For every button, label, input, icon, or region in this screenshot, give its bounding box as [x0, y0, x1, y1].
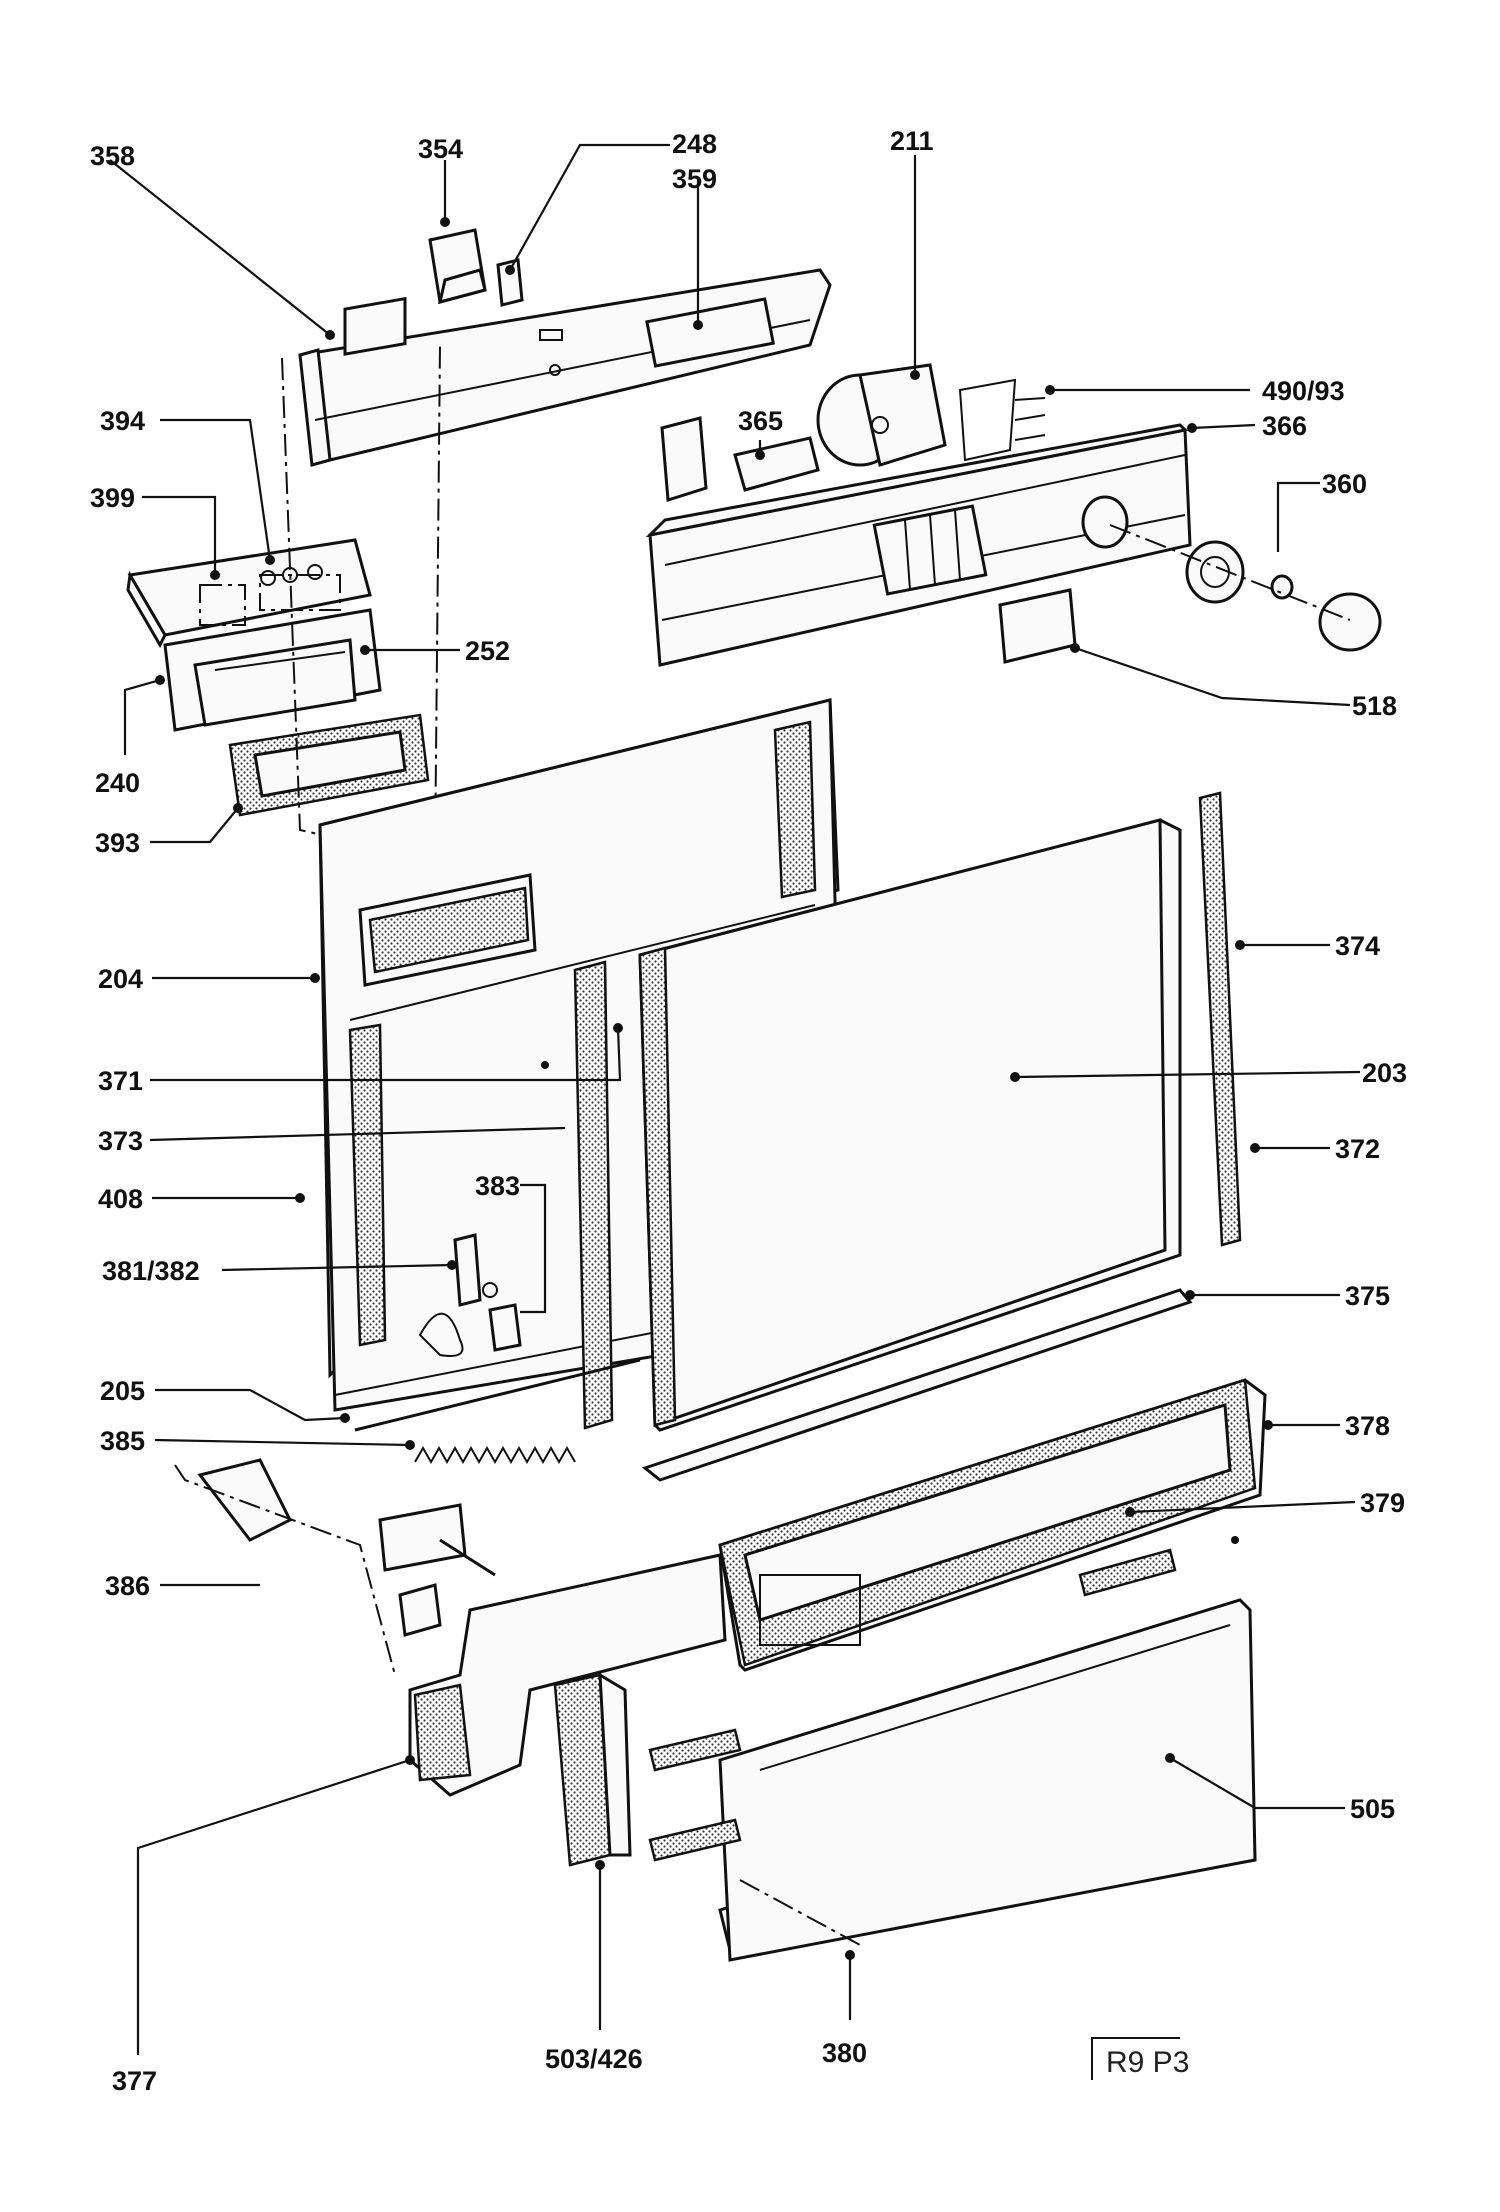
label-490-93: 490/93	[1262, 376, 1345, 406]
hinge-parts-381-382	[418, 1233, 522, 1357]
label-386: 386	[105, 1571, 150, 1601]
lower-frame-377	[408, 1553, 727, 1797]
rail-205	[354, 1358, 641, 1432]
reference-code-text: R9 P3	[1106, 2046, 1189, 2079]
switch-248	[496, 258, 524, 307]
label-204: 204	[98, 964, 143, 994]
label-360: 360	[1322, 469, 1367, 499]
label-383: 383	[475, 1171, 520, 1201]
label-381-382: 381/382	[102, 1256, 200, 1286]
side-seal-374	[1198, 791, 1242, 1247]
label-394: 394	[100, 406, 145, 436]
label-408: 408	[98, 1184, 143, 1214]
label-248: 248	[672, 129, 717, 159]
bracket-359	[660, 416, 708, 502]
side-bracket-503-426	[553, 1672, 632, 1867]
leader-lines	[109, 143, 1361, 2055]
dispenser-cover-394	[126, 538, 372, 649]
label-366: 366	[1262, 411, 1307, 441]
bottom-strip-375	[641, 1288, 1193, 1482]
outer-door-panel-203	[638, 818, 1182, 1432]
kick-panel-378-379	[718, 1378, 1267, 1672]
label-205: 205	[100, 1376, 145, 1406]
label-373: 373	[98, 1126, 143, 1156]
reference-code: R9 P3	[1091, 2037, 1189, 2080]
label-518: 518	[1352, 691, 1397, 721]
front-control-panel-366	[645, 423, 1192, 667]
label-374: 374	[1335, 931, 1380, 961]
label-375: 375	[1345, 1281, 1390, 1311]
label-203: 203	[1362, 1058, 1407, 1088]
label-354: 354	[418, 134, 463, 164]
knob-360	[1109, 524, 1382, 652]
label-377: 377	[112, 2066, 157, 2096]
badge-518	[998, 588, 1077, 664]
gasket-393	[228, 713, 430, 817]
label-252: 252	[465, 636, 510, 666]
label-359: 359	[672, 164, 717, 194]
label-380: 380	[822, 2038, 867, 2068]
clip-365	[733, 436, 820, 492]
label-371: 371	[98, 1066, 143, 1096]
label-358: 358	[90, 141, 135, 171]
label-399: 399	[90, 483, 135, 513]
timer-211	[816, 363, 1046, 467]
label-378: 378	[1345, 1411, 1390, 1441]
label-379: 379	[1360, 1488, 1405, 1518]
switch-354	[428, 228, 487, 305]
label-505: 505	[1350, 1794, 1395, 1824]
label-240: 240	[95, 768, 140, 798]
label-365: 365	[738, 406, 783, 436]
hinge-assembly-386	[174, 1458, 496, 1676]
side-seal-373	[573, 960, 614, 1430]
label-393: 393	[95, 828, 140, 858]
spring-385	[414, 1445, 576, 1465]
base-panel-505	[648, 1548, 1257, 1962]
label-385: 385	[100, 1426, 145, 1456]
label-211: 211	[890, 126, 934, 156]
part-labels: 358 354 248 359 211 490/93 366 365 360 3…	[90, 126, 1407, 2096]
label-503-426: 503/426	[545, 2044, 643, 2074]
label-372: 372	[1335, 1134, 1380, 1164]
dispenser-body-252	[163, 608, 382, 732]
